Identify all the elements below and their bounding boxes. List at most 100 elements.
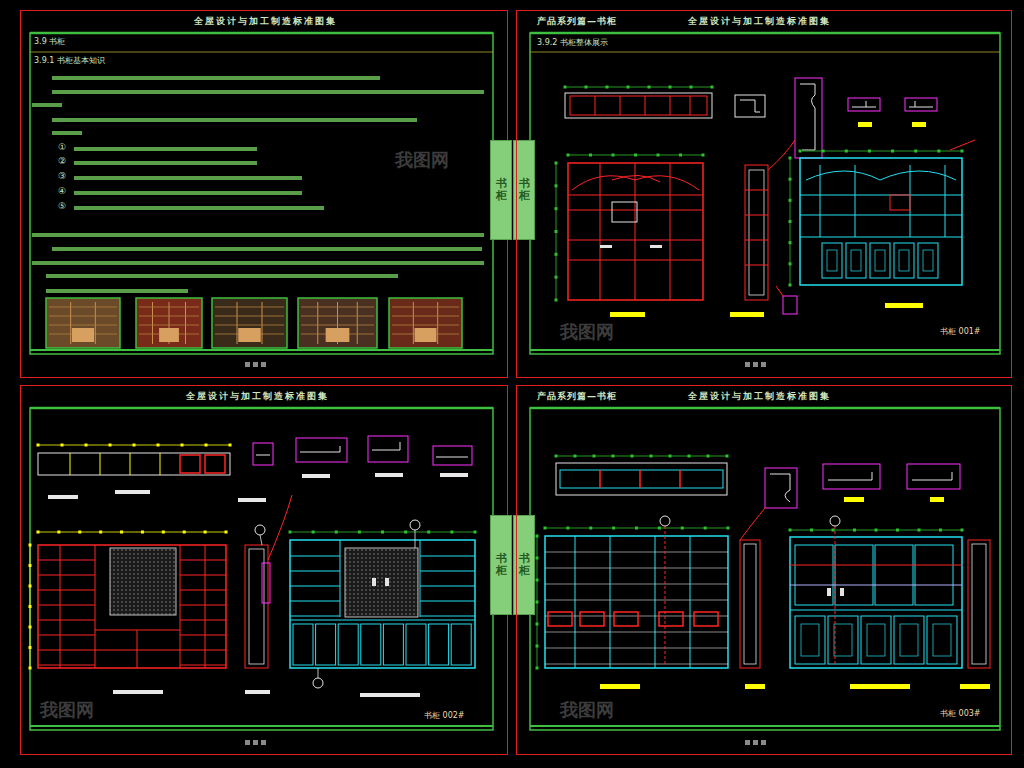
dimension-tick bbox=[204, 531, 207, 534]
drawing-line bbox=[317, 302, 318, 344]
bookcase-photo bbox=[238, 328, 261, 342]
dimension-tick bbox=[789, 220, 792, 223]
drawing-line bbox=[530, 407, 1000, 410]
list-number: ① bbox=[58, 143, 66, 153]
drawing-line bbox=[909, 107, 933, 108]
drawing-line bbox=[372, 442, 400, 450]
tab-label: 书柜 bbox=[519, 178, 530, 202]
dimension-tick bbox=[555, 455, 558, 458]
dimension-tick bbox=[555, 253, 558, 256]
text-bar bbox=[74, 191, 302, 195]
door-panel bbox=[875, 250, 885, 271]
dimension-tick bbox=[157, 444, 160, 447]
dimension-tick bbox=[681, 527, 684, 530]
list-number: ③ bbox=[58, 172, 66, 182]
drawing-line bbox=[595, 96, 596, 115]
drawing-line bbox=[70, 302, 71, 344]
drawing-line bbox=[852, 107, 876, 108]
detail-box bbox=[848, 98, 880, 111]
drawing-line bbox=[215, 325, 284, 326]
cabinet-elevation bbox=[38, 545, 226, 668]
dimension-tick bbox=[335, 531, 338, 534]
drawing-line bbox=[70, 453, 71, 475]
callout-circle bbox=[313, 678, 323, 688]
dimension-tick bbox=[566, 527, 569, 530]
drawing-line bbox=[300, 446, 340, 452]
dimension-tick bbox=[589, 154, 592, 157]
watermark: 我图网 bbox=[395, 150, 449, 170]
page-mark bbox=[253, 362, 258, 367]
drawing-line bbox=[180, 590, 226, 591]
detail-box bbox=[905, 98, 937, 111]
drawing-line bbox=[820, 165, 821, 237]
dimension-tick bbox=[711, 86, 714, 89]
drawing-line bbox=[318, 668, 319, 678]
title-bar bbox=[912, 122, 926, 127]
drawing-line bbox=[180, 620, 226, 621]
dimension-tick bbox=[631, 455, 634, 458]
dimension-tick bbox=[868, 150, 871, 153]
title-bar bbox=[113, 690, 163, 694]
shelf bbox=[580, 612, 604, 626]
tab-label: 书柜 bbox=[496, 178, 507, 202]
side-tab: 书柜 bbox=[490, 140, 512, 240]
door-panel bbox=[923, 250, 933, 271]
dimension-tick bbox=[726, 455, 729, 458]
drawing-line bbox=[180, 560, 226, 561]
title-bar bbox=[730, 312, 764, 317]
drawing-line bbox=[420, 540, 421, 617]
dimension-tick bbox=[704, 527, 707, 530]
drawing-line bbox=[290, 586, 340, 587]
drawing-line bbox=[800, 237, 962, 238]
dimension-tick bbox=[99, 531, 102, 534]
plan-view bbox=[205, 455, 225, 473]
bookcase-photo bbox=[298, 298, 377, 348]
drawing-line bbox=[392, 325, 459, 326]
door-panel bbox=[451, 624, 471, 665]
drawing-line bbox=[290, 571, 340, 572]
dimension-tick bbox=[381, 531, 384, 534]
dimension-line bbox=[556, 456, 727, 457]
door-panel bbox=[316, 624, 336, 665]
drawing-line bbox=[392, 307, 459, 308]
cabinet-elevation bbox=[290, 540, 475, 668]
bookcase-photo bbox=[326, 328, 350, 342]
detail-box bbox=[296, 438, 347, 462]
callout-circle bbox=[410, 520, 420, 530]
dimension-tick bbox=[564, 86, 567, 89]
sheet-number: 书柜 001# bbox=[940, 328, 981, 337]
dimension-tick bbox=[593, 455, 596, 458]
desk-opening bbox=[612, 202, 637, 222]
dimension-tick bbox=[37, 444, 40, 447]
drawing-line bbox=[437, 302, 438, 344]
glass-door bbox=[915, 545, 953, 605]
drawing-line bbox=[745, 240, 768, 241]
plan-view bbox=[565, 93, 712, 118]
title-bar bbox=[440, 473, 468, 477]
door-panel bbox=[927, 616, 957, 664]
drawing-line bbox=[600, 163, 601, 300]
drawing-line bbox=[30, 52, 493, 53]
title-bar bbox=[48, 495, 78, 499]
dimension-tick bbox=[634, 154, 637, 157]
dimension-tick bbox=[61, 444, 64, 447]
drawing-line bbox=[130, 453, 131, 475]
plan-view bbox=[180, 455, 200, 473]
drawing-line bbox=[301, 316, 374, 317]
list-number: ④ bbox=[58, 187, 66, 197]
section-detail bbox=[740, 100, 760, 112]
dimension-tick bbox=[536, 557, 539, 560]
dimension-tick bbox=[225, 531, 228, 534]
text-bar bbox=[32, 233, 484, 237]
drawing-line bbox=[670, 96, 671, 115]
text-bar bbox=[52, 131, 82, 135]
dimension-tick bbox=[658, 527, 661, 530]
dimension-tick bbox=[875, 529, 878, 532]
detail-box bbox=[262, 563, 270, 603]
plan-view bbox=[38, 453, 230, 475]
dimension-tick bbox=[669, 455, 672, 458]
dimension-tick bbox=[29, 564, 32, 567]
door-panel bbox=[846, 243, 866, 278]
